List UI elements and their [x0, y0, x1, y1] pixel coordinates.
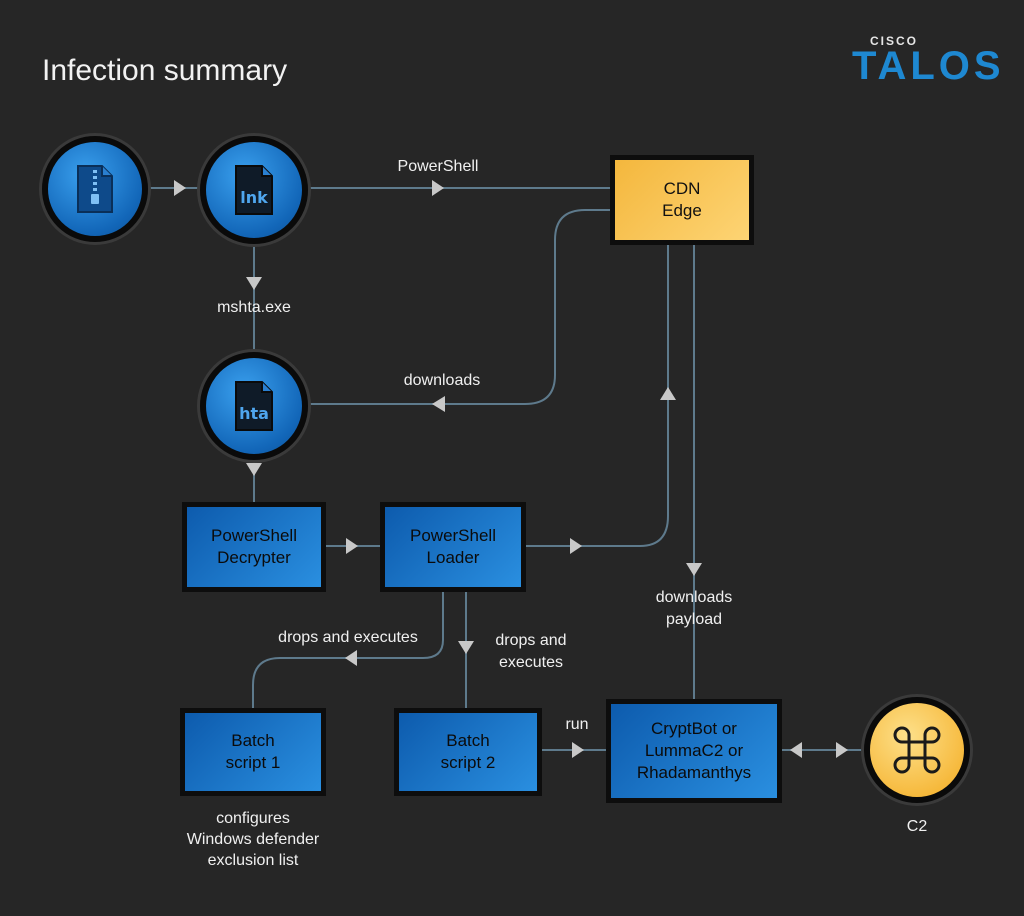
- arrowhead: [836, 742, 848, 758]
- edge-cdn-to-hta: [308, 209, 612, 405]
- arrowhead: [345, 650, 357, 666]
- arrowhead: [686, 563, 702, 576]
- command-key-icon: [893, 726, 941, 774]
- arrowhead: [246, 463, 262, 476]
- lnk-file-icon: lnk: [234, 164, 274, 216]
- cdn-edge-box: CDN Edge: [610, 155, 754, 245]
- arrowhead: [570, 538, 582, 554]
- edge-loader-to-batch1: [252, 590, 444, 710]
- edge-label-drops-executes-2-line2: executes: [498, 654, 564, 671]
- edge-label-downloads-payload-line2: payload: [665, 611, 723, 628]
- edge-label-powershell: PowerShell: [397, 158, 479, 175]
- edge-label-downloads-payload-line1: downloads: [655, 589, 733, 606]
- zip-file-node: [42, 136, 148, 242]
- edge-loader-to-cdn: [524, 244, 669, 547]
- powershell-loader-box: PowerShell Loader: [380, 502, 526, 592]
- arrowhead: [572, 742, 584, 758]
- c2-label: C2: [906, 818, 928, 835]
- cdn-edge-label: CDN Edge: [662, 179, 702, 220]
- edge-label-mshta: mshta.exe: [217, 299, 291, 316]
- page-title: Infection summary: [42, 54, 288, 87]
- arrowhead: [246, 277, 262, 290]
- note-configures-line2: Windows defender: [186, 831, 320, 848]
- arrowhead: [174, 180, 186, 196]
- edge-label-drops-executes-2-line1: drops and: [495, 632, 567, 649]
- arrowhead: [346, 538, 358, 554]
- batch-script-2-box: Batch script 2: [394, 708, 542, 796]
- note-configures-line1: configures: [216, 810, 290, 827]
- lnk-file-node: lnk: [200, 136, 308, 244]
- payload-box: CryptBot or LummaC2 or Rhadamanthys: [606, 699, 782, 803]
- edge-label-drops-executes-1: drops and executes: [278, 629, 418, 646]
- brand-cisco: CISCO: [870, 34, 919, 48]
- arrowhead: [432, 180, 444, 196]
- lnk-label: lnk: [240, 188, 268, 207]
- hta-file-node: hta: [200, 352, 308, 460]
- batch-script-1-label: Batch script 1: [225, 731, 281, 772]
- note-configures-line3: exclusion list: [207, 852, 299, 869]
- arrowhead: [660, 387, 676, 400]
- arrowhead: [458, 641, 474, 654]
- edge-label-downloads: downloads: [403, 372, 481, 389]
- hta-file-icon: hta: [234, 380, 274, 432]
- edge-label-run: run: [565, 716, 589, 733]
- hta-label: hta: [239, 404, 269, 423]
- powershell-loader-label: PowerShell Loader: [410, 526, 496, 567]
- c2-node: [864, 697, 970, 803]
- batch-script-2-label: Batch script 2: [440, 731, 496, 772]
- zip-file-icon: [77, 165, 113, 213]
- powershell-decrypter-box: PowerShell Decrypter: [182, 502, 326, 592]
- payload-label: CryptBot or LummaC2 or Rhadamanthys: [636, 719, 752, 782]
- brand-talos: TALOS: [852, 44, 1005, 88]
- arrowhead: [432, 396, 445, 412]
- powershell-decrypter-label: PowerShell Decrypter: [211, 526, 297, 567]
- arrowhead: [790, 742, 802, 758]
- batch-script-1-box: Batch script 1: [180, 708, 326, 796]
